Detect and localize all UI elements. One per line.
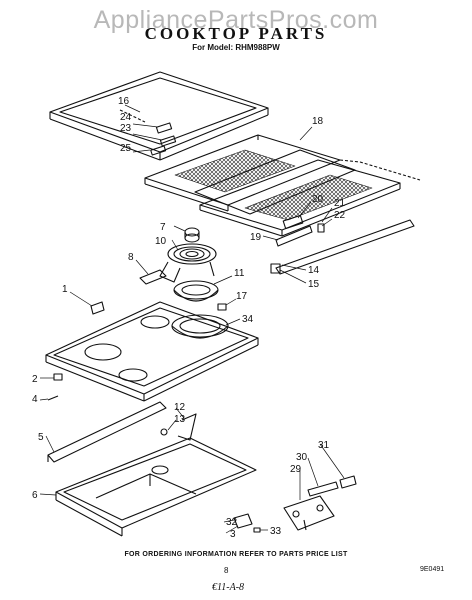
nut-part-13 [160,428,168,436]
clip-part-25 [150,145,167,156]
callout-16: 16 [118,96,130,107]
callout-8: 8 [128,252,134,263]
callout-25: 25 [120,143,132,154]
callout-34: 34 [242,314,254,325]
support-rail [47,401,167,463]
callout-23: 23 [120,123,132,134]
part-32 [233,513,253,529]
model-subtitle: For Model: RHM988PW [192,43,280,52]
cooktop-glass-panels [144,134,401,237]
part-1-block [90,301,105,315]
rod-part-12 [177,413,197,441]
bracket-part-20 [282,214,304,230]
callout-21: 21 [334,198,346,209]
clip-part-24 [155,122,173,134]
diagram-number: 9E0491 [420,566,445,573]
callout-13: 13 [174,414,186,425]
callout-1: 1 [62,284,68,295]
burner-box [55,437,257,537]
callout-10: 10 [155,236,167,247]
callout-18: 18 [312,116,324,127]
end-cap-part-15 [270,263,281,274]
part-30 [307,481,339,497]
callout-5: 5 [38,432,44,443]
callout-19: 19 [250,232,262,243]
callout-4: 4 [32,394,38,405]
ordering-footnote: FOR ORDERING INFORMATION REFER TO PARTS … [124,551,348,558]
clip-part-2 [53,373,63,381]
part-31 [339,475,357,489]
callout-2: 2 [32,374,38,385]
watermark: AppliancePartsPros.com [93,6,379,34]
cooktop-top [45,301,259,402]
callout-7: 7 [160,222,166,233]
callout-14: 14 [308,265,320,276]
top-frame [49,71,269,161]
surface-element [159,227,217,283]
clip-part-23 [159,135,177,147]
callout-29: 29 [290,464,302,475]
callout-12: 12 [174,402,186,413]
callout-31: 31 [318,440,330,451]
handwritten-note: €11-A-8 [212,582,245,593]
callout-32: 32 [226,517,238,528]
receptacle-part-17 [217,303,227,311]
callout-30: 30 [296,452,308,463]
callout-3: 3 [230,529,236,540]
callout-11: 11 [234,268,245,279]
callout-17: 17 [236,291,248,302]
callout-6: 6 [32,490,38,501]
trim-strip [275,219,415,275]
drip-bowl-large [171,314,229,339]
page-number: 8 [224,566,229,575]
callout-33: 33 [270,526,282,537]
callout-20: 20 [312,194,324,205]
callout-24: 24 [120,112,132,123]
diagram-title: COOKTOP PARTS [144,24,328,43]
part-33 [253,527,261,533]
drip-bowl [173,280,219,302]
screw-part-22 [317,223,325,233]
screw-part-4 [47,395,59,401]
terminal-block [139,269,167,285]
callout-15: 15 [308,279,320,290]
bracket-part-19 [275,225,313,247]
callout-22: 22 [334,210,346,221]
switch-assembly-29 [283,495,335,531]
